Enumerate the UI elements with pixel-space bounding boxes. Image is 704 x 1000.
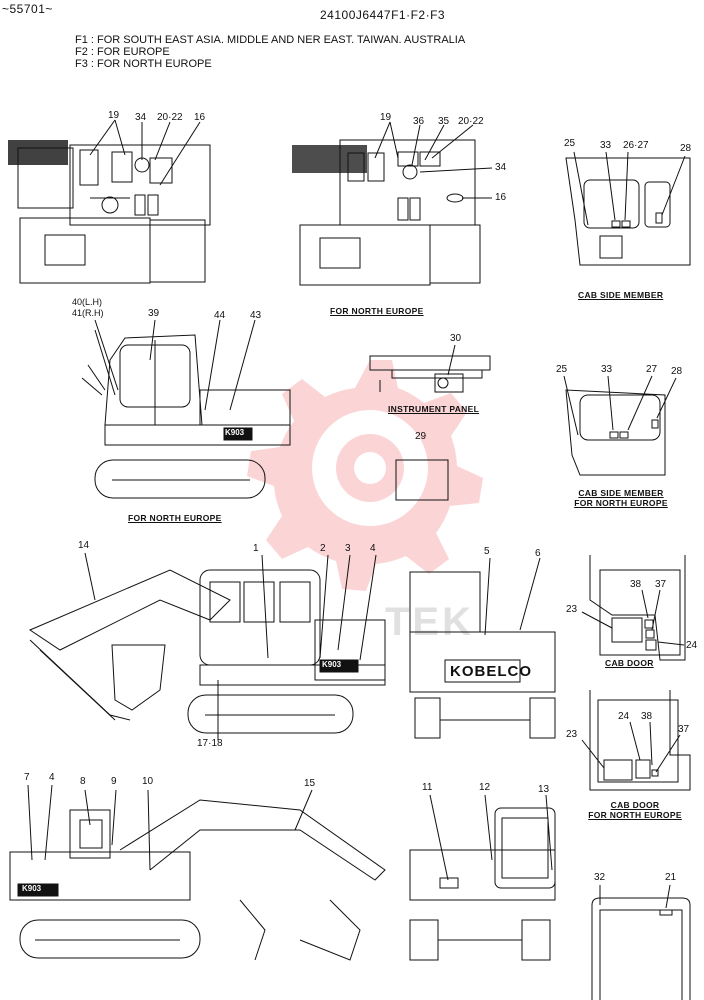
cab-door-north-europe [582, 690, 690, 790]
callout-30: 30 [450, 333, 462, 344]
callout-10: 10 [142, 776, 154, 787]
callout-37a: 37 [655, 579, 667, 590]
callout-38b: 38 [641, 711, 653, 722]
caption-north-europe-mid: FOR NORTH EUROPE [128, 513, 222, 523]
callout-26-27: 26·27 [623, 140, 649, 151]
excavator-side-north-europe [82, 320, 290, 498]
callout-4a: 4 [370, 543, 376, 554]
caption-cab-side-member-ne: CAB SIDE MEMBER FOR NORTH EUROPE [566, 488, 676, 508]
callout-7: 7 [24, 772, 30, 783]
callout-29: 29 [415, 431, 427, 442]
callout-36: 36 [413, 116, 425, 127]
caption-cab-door-ne-line2: FOR NORTH EUROPE [588, 810, 682, 820]
caption-north-europe-top: FOR NORTH EUROPE [330, 306, 424, 316]
callout-35: 35 [438, 116, 450, 127]
note-f3: F3 : FOR NORTH EUROPE [75, 58, 212, 70]
note-f1: F1 : FOR SOUTH EAST ASIA. MIDDLE AND NER… [75, 34, 466, 46]
part-number: 24100J6447F1·F2·F3 [320, 8, 446, 22]
serial-range: ~55701~ [2, 2, 53, 16]
callout-24a: 24 [686, 640, 698, 651]
callout-28a: 28 [680, 143, 692, 154]
caption-cab-side-member: CAB SIDE MEMBER [578, 290, 664, 300]
cab-side-member-north-europe [564, 376, 676, 475]
caption-cab-side-member-ne-line2: FOR NORTH EUROPE [574, 498, 668, 508]
callout-34b: 34 [495, 162, 507, 173]
callout-20-22a: 20·22 [157, 112, 183, 123]
callout-20-22b: 20·22 [458, 116, 484, 127]
decal-29 [396, 460, 448, 500]
caption-cab-side-member-ne-line1: CAB SIDE MEMBER [578, 488, 664, 498]
callout-38a: 38 [630, 579, 642, 590]
model-decal-a: K903 [225, 428, 245, 437]
callout-21: 21 [665, 872, 677, 883]
callout-37b: 37 [678, 724, 690, 735]
callout-16b: 16 [495, 192, 507, 203]
kobelco-decal: KOBELCO [450, 663, 532, 680]
model-decal-c: K903 [22, 884, 42, 893]
callout-8: 8 [80, 776, 86, 787]
callout-41: 41(R.H) [72, 308, 104, 318]
callout-44: 44 [214, 310, 226, 321]
callout-27b: 27 [646, 364, 658, 375]
callout-16a: 16 [194, 112, 206, 123]
callout-2: 2 [320, 543, 326, 554]
callout-43: 43 [250, 310, 262, 321]
callout-17-18: 17·18 [197, 738, 223, 749]
callout-19a: 19 [108, 110, 120, 121]
model-decal-b: K903 [322, 660, 342, 669]
watermark-gear-icon [247, 360, 483, 591]
callout-28b: 28 [671, 366, 683, 377]
caption-cab-door-ne-line1: CAB DOOR [610, 800, 660, 810]
callout-40: 40(L.H) [72, 297, 103, 307]
cab-door-view [582, 555, 685, 660]
callout-25b: 25 [556, 364, 568, 375]
callout-23b: 23 [566, 729, 578, 740]
callout-32: 32 [594, 872, 606, 883]
caption-instrument-panel: INSTRUMENT PANEL [388, 404, 480, 414]
cab-side-member-view [566, 152, 690, 265]
watermark-text: TEK [385, 600, 474, 644]
callout-13: 13 [538, 784, 550, 795]
callout-34a: 34 [135, 112, 147, 123]
callout-5: 5 [484, 546, 490, 557]
callout-39: 39 [148, 308, 160, 319]
callout-33a: 33 [600, 140, 612, 151]
callout-12: 12 [479, 782, 491, 793]
cab-frame-view [592, 885, 690, 1000]
upper-structure-top-view [8, 120, 210, 283]
callout-9: 9 [111, 776, 117, 787]
upper-structure-north-europe [292, 122, 492, 285]
excavator-rear-cab-view [410, 795, 555, 960]
caption-cab-door-ne: CAB DOOR FOR NORTH EUROPE [580, 800, 690, 820]
callout-24b: 24 [618, 711, 630, 722]
callout-19b: 19 [380, 112, 392, 123]
instrument-panel-view [370, 345, 490, 392]
callout-25a: 25 [564, 138, 576, 149]
callout-3: 3 [345, 543, 351, 554]
callout-4b: 4 [49, 772, 55, 783]
excavator-side-boom [10, 785, 385, 960]
callout-11: 11 [422, 782, 433, 793]
excavator-side-main [30, 553, 385, 740]
callout-6: 6 [535, 548, 541, 559]
callout-14: 14 [78, 540, 90, 551]
caption-cab-door: CAB DOOR [605, 658, 654, 668]
callout-1: 1 [253, 543, 259, 554]
excavator-rear-view [410, 558, 555, 738]
callout-33b: 33 [601, 364, 613, 375]
callout-23a: 23 [566, 604, 578, 615]
callout-15: 15 [304, 778, 316, 789]
note-f2: F2 : FOR EUROPE [75, 46, 170, 58]
